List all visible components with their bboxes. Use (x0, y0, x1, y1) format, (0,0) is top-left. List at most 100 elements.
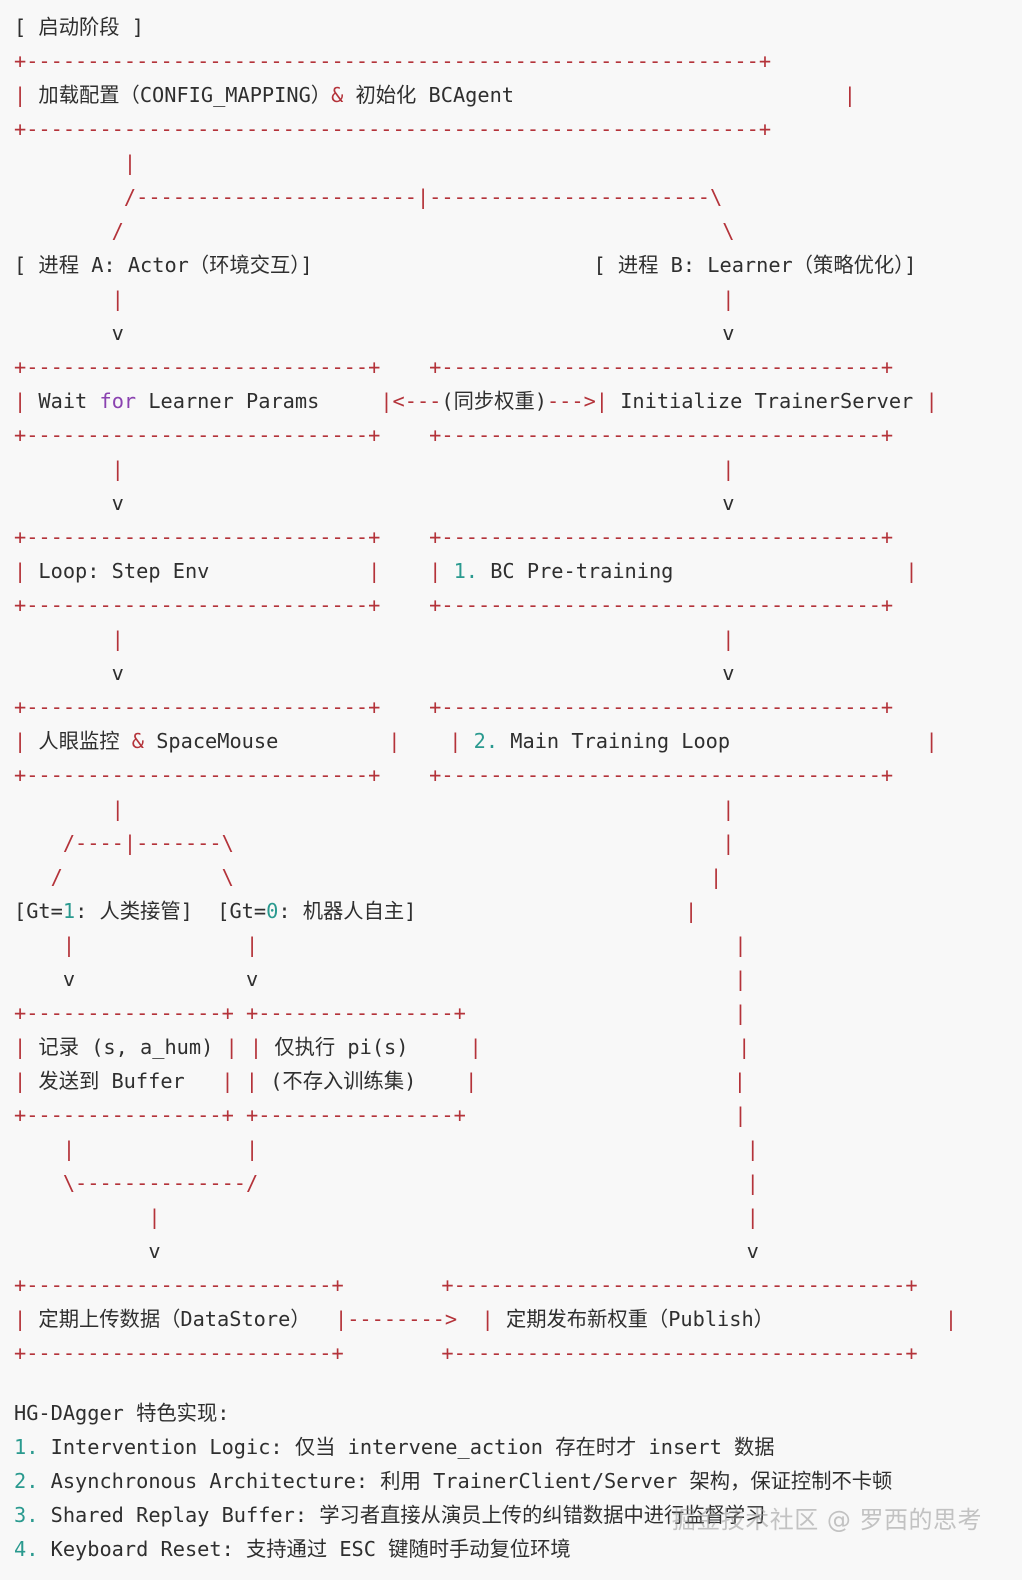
diagram-text: | (14, 389, 39, 413)
diagram-line: | 加载配置（CONFIG_MAPPING）& 初始化 BCAgent | (14, 78, 856, 112)
diagram-text: 仅执行 pi(s) (274, 1035, 470, 1059)
diagram-text: +----------------------------+ +--------… (14, 763, 894, 787)
diagram-line: +----------------------------+ +--------… (14, 690, 893, 724)
diagram-line: v v (14, 316, 735, 350)
diagram-text: | (14, 1069, 39, 1093)
diagram-text: | (734, 967, 747, 991)
diagram-text: Intervention Logic: 仅当 intervene_action … (38, 1435, 775, 1459)
diagram-line: | 定期上传数据（DataStore） |--------> | 定期发布新权重… (14, 1302, 957, 1336)
diagram-text: |<--- (380, 389, 442, 413)
diagram-line: | 记录 (s, a_hum) | | 仅执行 pi(s) | | (14, 1030, 750, 1064)
diagram-line: / \ | (14, 860, 723, 894)
diagram-text: | | (469, 1035, 751, 1059)
diagram-text: | (684, 899, 698, 923)
diagram-text: |--------> | (335, 1307, 506, 1331)
diagram-text: Main Training Loop (498, 729, 926, 753)
diagram-text: 4. (14, 1537, 39, 1561)
diagram-text: / \ (14, 219, 735, 243)
diagram-text: | | (14, 797, 735, 821)
diagram-line: | | | (14, 1132, 759, 1166)
diagram-line: | | (14, 622, 735, 656)
diagram-text: v v (14, 1239, 759, 1263)
diagram-text: +---------------------------------------… (14, 49, 772, 73)
diagram-line: v v | (14, 962, 747, 996)
diagram-text: | (14, 83, 39, 107)
diagram-text: +----------------------------+ +--------… (14, 355, 894, 379)
diagram-line: | 发送到 Buffer | | (不存入训练集) | | (14, 1064, 746, 1098)
diagram-text: 3. (14, 1503, 39, 1527)
diagram-text: --->| (546, 389, 621, 413)
diagram-text: 1. (14, 1435, 39, 1459)
diagram-line: | (14, 146, 136, 180)
diagram-text: 发送到 Buffer (38, 1069, 222, 1093)
diagram-text: | (925, 389, 938, 413)
diagram-text: (不存入训练集) (270, 1069, 466, 1093)
diagram-line: [Gt=1: 人类接管] [Gt=0: 机器人自主] | (14, 894, 697, 928)
diagram-line: / \ (14, 214, 735, 248)
diagram-text: | | (225, 1035, 275, 1059)
diagram-text: +---------------------------------------… (14, 117, 772, 141)
diagram-text: SpaceMouse (156, 729, 389, 753)
diagram-text: | | (221, 1069, 271, 1093)
diagram-line: | | (14, 282, 735, 316)
diagram-text: 初始化 BCAgent (355, 83, 515, 107)
diagram-text: 定期上传数据（DataStore） (38, 1307, 335, 1331)
diagram-text: 记录 (s, a_hum) (38, 1035, 226, 1059)
diagram-line: +----------------------------+ +--------… (14, 418, 893, 452)
diagram-line: v v (14, 486, 735, 520)
diagram-line: \--------------/ | (14, 1166, 759, 1200)
diagram-text: : 人类接管] [Gt= (75, 899, 267, 923)
diagram-text: +----------------------------+ +--------… (14, 525, 894, 549)
diagram-text: 人眼监控 (38, 729, 132, 753)
diagram-line: +-------------------------+ +-----------… (14, 1268, 918, 1302)
diagram-line: 4. Keyboard Reset: 支持通过 ESC 键随时手动复位环境 (14, 1532, 571, 1566)
diagram-line: +-------------------------+ +-----------… (14, 1336, 918, 1370)
diagram-text: /-----------------------|---------------… (14, 185, 723, 209)
diagram-line: 1. Intervention Logic: 仅当 intervene_acti… (14, 1430, 775, 1464)
diagram-line: | 人眼监控 & SpaceMouse | | 2. Main Training… (14, 724, 938, 758)
diagram-text: | (14, 151, 137, 175)
diagram-text: | (905, 559, 918, 583)
diagram-line: | | (14, 1200, 759, 1234)
diagram-text: Initialize TrainerServer (620, 389, 926, 413)
diagram-text: | (925, 729, 938, 753)
diagram-text: 1 (62, 899, 76, 923)
diagram-text: | (14, 559, 39, 583)
diagram-text: v v (14, 491, 735, 515)
diagram-text: | | (14, 1205, 759, 1229)
diagram-line: HG-DAgger 特色实现: (14, 1396, 229, 1430)
diagram-text: v v (14, 321, 735, 345)
diagram-text: & (131, 729, 157, 753)
diagram-text: BC Pre-training (478, 559, 906, 583)
diagram-text: 加载配置（CONFIG_MAPPING） (38, 83, 332, 107)
diagram-line: | | (14, 452, 735, 486)
diagram-line: 3. Shared Replay Buffer: 学习者直接从演员上传的纠错数据… (14, 1498, 765, 1532)
diagram-text: | (514, 83, 856, 107)
diagram-text: 2. (473, 729, 499, 753)
diagram-text: | | (14, 287, 735, 311)
diagram-text: for (99, 389, 137, 413)
diagram-text: 0 (266, 899, 279, 923)
diagram-line: +---------------------------------------… (14, 44, 771, 78)
diagram-line: /----|-------\ | (14, 826, 735, 860)
diagram-text: +-------------------------+ +-----------… (14, 1341, 918, 1365)
diagram-line: +----------------+ +----------------+ | (14, 996, 747, 1030)
diagram-line: | Wait for Learner Params |<---(同步权重)---… (14, 384, 938, 418)
diagram-line: [ 启动阶段 ] (14, 10, 144, 44)
diagram-text: [ 进程 A: Actor（环境交互）] [ 进程 B: Learner（策略优… (14, 253, 917, 277)
diagram-text: | | (368, 559, 454, 583)
diagram-text: 1. (453, 559, 479, 583)
diagram-text: Learner Params (136, 389, 381, 413)
diagram-text: | (14, 729, 39, 753)
diagram-text: | | (14, 457, 735, 481)
diagram-text: v v (14, 967, 735, 991)
watermark-text: 掘金技术社区 @ 罗西的思考 (671, 1506, 982, 1534)
diagram-text: +----------------+ +----------------+ | (14, 1103, 747, 1127)
diagram-text: 定期发布新权重（Publish） (505, 1307, 945, 1331)
diagram-text: (同步权重) (441, 389, 547, 413)
diagram-text: | (14, 1035, 39, 1059)
diagram-line: /-----------------------|---------------… (14, 180, 722, 214)
diagram-line: +----------------------------+ +--------… (14, 520, 893, 554)
diagram-text: 2. (14, 1469, 39, 1493)
diagram-line: v v (14, 1234, 759, 1268)
